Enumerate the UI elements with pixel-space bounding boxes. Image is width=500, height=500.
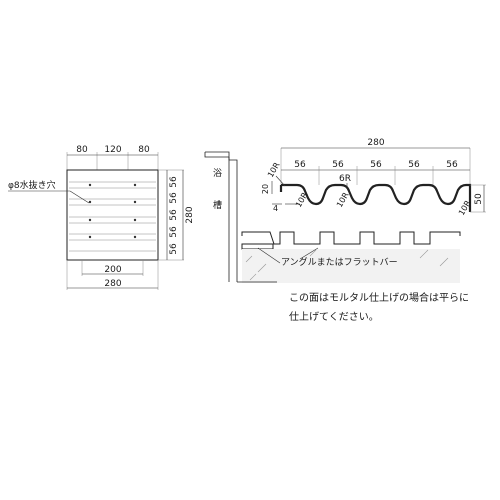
- bottom-dim-inner: 200: [104, 265, 121, 275]
- angle-bar: [241, 243, 274, 250]
- top-dim-2: 120: [104, 145, 121, 155]
- top-dim-1: 80: [76, 145, 88, 155]
- drain-holes: [88, 183, 137, 239]
- grating-stripes: [69, 181, 156, 252]
- bottom-dim-total: 280: [104, 279, 121, 289]
- wall-label-2: 槽: [213, 199, 222, 211]
- grating-plan-outline: [66, 169, 159, 261]
- top-dim-3: 80: [138, 145, 150, 155]
- support-profile: [241, 231, 461, 245]
- section-total-width: 280: [367, 138, 384, 148]
- depth-dim-20: 20: [261, 184, 270, 194]
- grating-profile: [281, 183, 472, 212]
- right-dim-1: 56: [169, 176, 179, 188]
- pitch-dim-2: 56: [332, 160, 344, 170]
- drain-hole-label: φ8水抜き穴: [8, 179, 56, 191]
- plan-view: 80 120 80 φ8水抜き穴: [8, 145, 195, 290]
- angle-bar-label: アングルまたはフラットバー: [281, 256, 398, 268]
- pitch-dim-5: 56: [446, 160, 458, 170]
- radius-label-3: 10R: [335, 190, 351, 209]
- right-dim-5: 56: [169, 243, 179, 255]
- radius-label-1: 10R: [266, 160, 282, 179]
- right-dim-3: 56: [169, 209, 179, 221]
- note-line-2: 仕上げてください。: [289, 310, 379, 323]
- depth-dim-4: 4: [273, 204, 278, 213]
- note-line-1: この面はモルタル仕上げの場合は平らに: [289, 291, 469, 304]
- radius-label-2: 10R: [294, 190, 310, 209]
- radius-label-6r: 6R: [339, 174, 351, 184]
- section-view: 280 56 56 56 56 56 50 20 4 10R 6R 10R 10…: [237, 138, 486, 323]
- pitch-dim-3: 56: [370, 160, 382, 170]
- pitch-dim-4: 56: [408, 160, 420, 170]
- right-dim-2: 56: [169, 192, 179, 204]
- total-height-dim: 280: [185, 206, 195, 223]
- pitch-dim-1: 56: [294, 160, 306, 170]
- bathtub-wall: 浴 槽: [204, 151, 238, 282]
- right-dim-4: 56: [169, 226, 179, 238]
- wall-label-1: 浴: [213, 168, 222, 179]
- section-height-dim: 50: [474, 193, 484, 205]
- floor-hatch: [245, 249, 449, 281]
